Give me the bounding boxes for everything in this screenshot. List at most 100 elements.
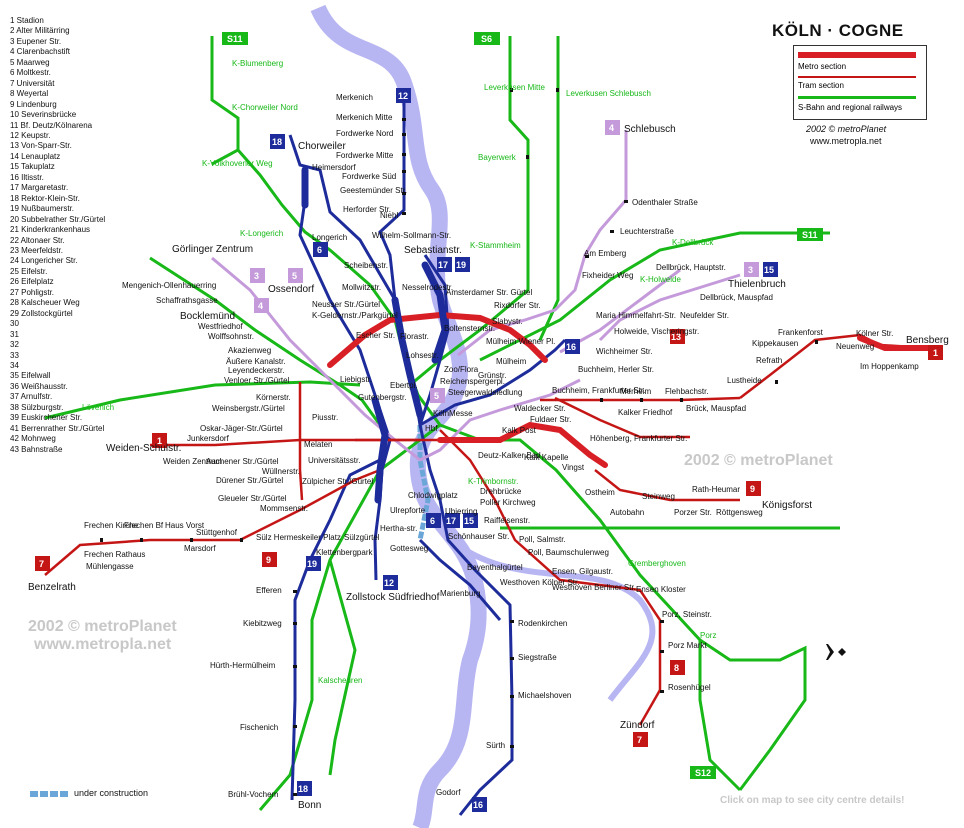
svg-text:1: 1 bbox=[933, 348, 938, 358]
legend-sbahn-swatch bbox=[798, 96, 916, 99]
badge-16-north[interactable]: 16 bbox=[565, 339, 580, 354]
svg-text:9: 9 bbox=[750, 484, 755, 494]
station-label: Klettenbergpark bbox=[316, 548, 373, 557]
station-label: Schaffrathsgasse bbox=[156, 296, 218, 305]
badge-12-south[interactable]: 12 bbox=[383, 575, 398, 590]
badge-6-north[interactable]: 6 bbox=[313, 242, 328, 257]
station-label: Kalker Friedhof bbox=[618, 408, 673, 417]
badge-19-south[interactable]: 19 bbox=[306, 556, 321, 571]
station-label: Ubierring bbox=[445, 507, 477, 516]
station-label: Bensberg bbox=[906, 335, 949, 346]
badge-6-south[interactable]: 6 bbox=[426, 513, 441, 528]
station-label: K-Holweide bbox=[640, 275, 681, 284]
badge-1-west[interactable]: 1 bbox=[152, 433, 167, 448]
station-label: Zülpicher Str./Gürtel bbox=[302, 477, 373, 486]
legend-metro: Metro section bbox=[798, 62, 847, 71]
badge-17-south[interactable]: 17 bbox=[445, 513, 460, 528]
station-label: Thielenbruch bbox=[728, 279, 786, 290]
under-construction-label: under construction bbox=[74, 788, 149, 798]
station-label: Refrath bbox=[756, 356, 782, 365]
station-label: Venloer Str./Gürtel bbox=[224, 376, 290, 385]
svg-text:15: 15 bbox=[464, 516, 474, 526]
index-item: 39 Euskirchener Str. bbox=[10, 413, 83, 423]
station-label: Florastr. bbox=[400, 332, 429, 341]
badge-3-east[interactable]: 3 bbox=[744, 262, 759, 277]
rhine-east-branch bbox=[456, 542, 656, 702]
station-label: Chorweiler bbox=[298, 141, 346, 152]
station-label: Deutz-Kalker Bad bbox=[478, 451, 541, 460]
badge-16-south[interactable]: 16 bbox=[472, 797, 487, 812]
svg-text:12: 12 bbox=[384, 578, 394, 588]
station-label: Escher Str. bbox=[356, 331, 395, 340]
station-label: Odenthaler Straße bbox=[632, 198, 698, 207]
badge-15-south[interactable]: 15 bbox=[463, 513, 478, 528]
index-item: 9 Lindenburg bbox=[10, 99, 57, 109]
svg-text:18: 18 bbox=[298, 784, 308, 794]
badge-4-west[interactable]: 4 bbox=[254, 298, 269, 313]
badge-19-north[interactable]: 19 bbox=[455, 257, 470, 272]
badge-13[interactable]: 13 bbox=[670, 329, 685, 344]
badge-17-north[interactable]: 17 bbox=[437, 257, 452, 272]
station-label: Merheim bbox=[620, 387, 651, 396]
svg-text:S11: S11 bbox=[227, 34, 243, 44]
badge-5-centre[interactable]: 5 bbox=[430, 388, 445, 403]
index-item: 36 Weißhausstr. bbox=[10, 381, 68, 391]
badge-9-east[interactable]: 9 bbox=[746, 481, 761, 496]
index-item: 7 Universität bbox=[10, 78, 55, 88]
index-item: 11 Bf. Deutz/Kölnarena bbox=[10, 120, 93, 130]
station-label: Brühl-Vochem bbox=[228, 790, 279, 799]
station-label: Ulrepforte bbox=[390, 506, 426, 515]
legend-metro-swatch bbox=[798, 52, 916, 58]
station-label: Mommsenstr. bbox=[260, 504, 308, 513]
index-item: 21 Kinderkrankenhaus bbox=[10, 225, 91, 235]
station-labels[interactable]: Merkenich Merkenich Mitte Fordwerke Nord… bbox=[28, 59, 949, 811]
badge-1-east[interactable]: 1 bbox=[928, 345, 943, 360]
station-label: Steegerwaldsiedlung bbox=[448, 388, 522, 397]
badge-4-north[interactable]: 4 bbox=[605, 120, 620, 135]
badge-S11-north[interactable]: S11 bbox=[222, 32, 248, 45]
badge-7-west[interactable]: 7 bbox=[35, 556, 50, 571]
index-item: 24 Longericher Str. bbox=[10, 256, 78, 266]
badge-18-south[interactable]: 18 bbox=[297, 781, 312, 796]
metro-blue-sections bbox=[301, 166, 449, 504]
badge-5-west[interactable]: 5 bbox=[288, 268, 303, 283]
station-label: Raiffeisenstr. bbox=[484, 516, 530, 525]
badge-15-east[interactable]: 15 bbox=[763, 262, 778, 277]
svg-text:16: 16 bbox=[566, 342, 576, 352]
index-item: 3 Eupener Str. bbox=[10, 36, 62, 46]
station-label: Boltensternstr. bbox=[444, 324, 495, 333]
station-label: K-Blumenberg bbox=[232, 59, 283, 68]
station-label: Frechen Bf bbox=[124, 521, 164, 530]
station-label: Wilhelm-Sollmann-Str. bbox=[372, 231, 451, 240]
station-label: Wolffsohnstr. bbox=[208, 332, 254, 341]
badge-3-west[interactable]: 3 bbox=[250, 268, 265, 283]
station-label: Mengenich-Ollenhauerring bbox=[122, 281, 216, 290]
metro-sections bbox=[327, 311, 931, 468]
station-label: K-Longerich bbox=[240, 229, 283, 238]
svg-text:3: 3 bbox=[254, 271, 259, 281]
badge-S12[interactable]: S12 bbox=[690, 766, 716, 779]
badge-9-west[interactable]: 9 bbox=[262, 552, 277, 567]
station-label: Kalk Post bbox=[502, 426, 537, 435]
station-label: Hbf bbox=[425, 424, 438, 433]
station-label: K-Dellbrück bbox=[672, 238, 714, 247]
index-item: 35 Eifelwall bbox=[10, 371, 51, 381]
legend-sbahn: S-Bahn and regional railways bbox=[798, 103, 903, 112]
city-centre-hint[interactable]: Click on map to see city centre details! bbox=[720, 795, 905, 806]
station-label: Ensen, Gilgaustr. bbox=[552, 567, 613, 576]
badge-S6[interactable]: S6 bbox=[474, 32, 500, 45]
station-label: Piusstr. bbox=[312, 413, 338, 422]
watermark-west-1: 2002 © metroPlanet bbox=[28, 618, 177, 635]
station-label: Mühlengasse bbox=[86, 562, 134, 571]
badge-7-south[interactable]: 7 bbox=[633, 732, 648, 747]
station-label: Äußere Kanalstr. bbox=[226, 357, 286, 366]
svg-text:15: 15 bbox=[764, 265, 774, 275]
svg-text:4: 4 bbox=[609, 123, 614, 133]
badge-S11-east[interactable]: S11 bbox=[797, 228, 823, 241]
badge-12-north[interactable]: 12 bbox=[396, 88, 411, 103]
badge-8[interactable]: 8 bbox=[670, 660, 685, 675]
badge-18-north[interactable]: 18 bbox=[270, 134, 285, 149]
station-label: Sebastianstr. bbox=[404, 245, 462, 256]
station-label: KölnMesse bbox=[433, 409, 473, 418]
